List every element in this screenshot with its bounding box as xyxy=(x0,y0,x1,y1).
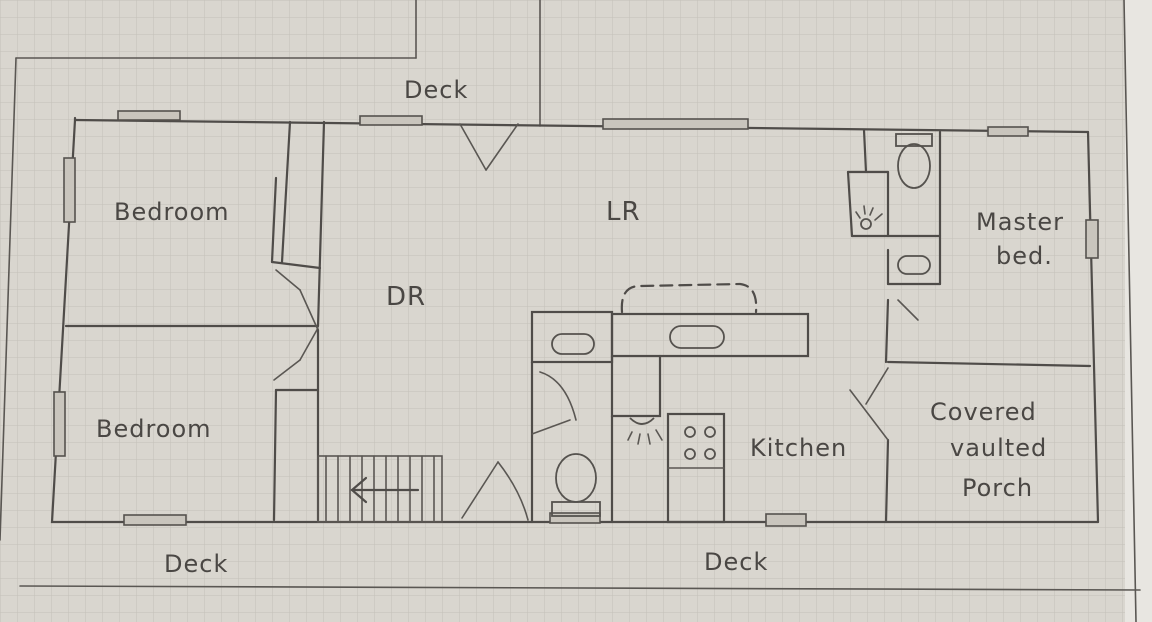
porch-label-line3: Porch xyxy=(962,474,1033,502)
paper-edge-right xyxy=(1125,0,1152,622)
window xyxy=(602,118,749,130)
master-bath-walls xyxy=(846,128,1092,368)
sink-icon xyxy=(551,333,595,355)
sink-icon xyxy=(669,325,725,349)
stairs xyxy=(317,455,443,523)
window xyxy=(1085,219,1099,259)
sink-icon xyxy=(897,255,931,275)
window xyxy=(765,513,807,527)
master-bed-label-line1: Master xyxy=(976,208,1064,236)
toilet-icon xyxy=(895,133,933,189)
stove-icon xyxy=(667,426,725,469)
window xyxy=(359,115,423,126)
toilet-icon xyxy=(551,453,601,517)
light-fixture-icon xyxy=(855,205,883,230)
window xyxy=(53,391,66,457)
bedroom-top-label: Bedroom xyxy=(114,198,230,226)
window xyxy=(987,126,1029,137)
porch-label-line2: vaulted xyxy=(950,434,1047,462)
dining-room-label: DR xyxy=(386,282,426,312)
deck-top-label: Deck xyxy=(404,76,468,104)
left-arrow-icon xyxy=(350,476,420,504)
window xyxy=(63,157,76,223)
window xyxy=(123,514,187,526)
window xyxy=(549,512,601,524)
kitchen-label: Kitchen xyxy=(750,434,847,462)
windows xyxy=(53,110,1099,527)
window xyxy=(117,110,181,121)
master-bed-label-line2: bed. xyxy=(996,242,1053,270)
bedroom-bottom-label: Bedroom xyxy=(96,415,212,443)
porch-walls xyxy=(849,367,890,524)
rear-door xyxy=(461,461,529,521)
bedroom-walls xyxy=(64,120,326,522)
deck-outline xyxy=(0,0,1141,591)
deck-bottom-right-label: Deck xyxy=(704,548,768,576)
light-fixture-icon xyxy=(627,417,663,445)
living-room-label: LR xyxy=(606,197,641,227)
porch-label-line1: Covered xyxy=(930,398,1037,426)
front-door xyxy=(459,123,519,171)
deck-bottom-left-label: Deck xyxy=(164,550,228,578)
